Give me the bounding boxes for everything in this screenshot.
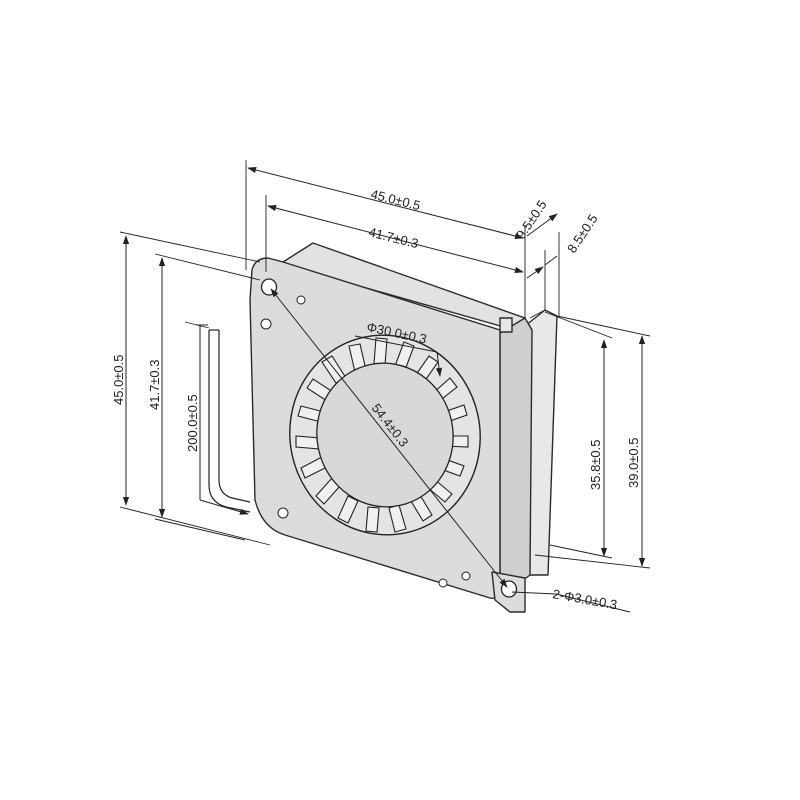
dim-outlet-inner-height: 35.8±0.5 <box>588 439 603 490</box>
fan-body <box>249 242 558 613</box>
screw-hole <box>260 318 272 330</box>
screw-hole <box>461 571 471 581</box>
screw-hole <box>438 578 448 588</box>
fan-right-side <box>499 317 533 591</box>
dim-body-thickness: 8.5±0.5 <box>564 211 601 255</box>
screw-hole <box>277 507 289 519</box>
dimension-lines-top <box>245 160 560 318</box>
dim-overall-height: 45.0±0.5 <box>111 354 126 405</box>
fan-cable <box>208 329 251 513</box>
dim-mounting-holes: 2-Φ3.0±0.3 <box>551 586 618 612</box>
dim-hole-spacing-height: 41.7±0.3 <box>147 359 162 410</box>
dimension-lines-left <box>119 231 271 546</box>
dim-overall-width: 45.0±0.5 <box>369 186 422 213</box>
dim-hole-spacing-width: 41.7±0.3 <box>367 224 420 251</box>
dimension-lines-center <box>270 288 508 588</box>
dim-outlet-outer-height: 39.0±0.5 <box>626 437 641 488</box>
screw-hole <box>296 295 306 305</box>
dim-outlet-depth: 9.5±0.5 <box>513 197 550 241</box>
dim-cable-length: 200.0±0.5 <box>185 394 200 452</box>
dimension-lines-right <box>511 311 651 613</box>
top-tab <box>499 317 513 333</box>
